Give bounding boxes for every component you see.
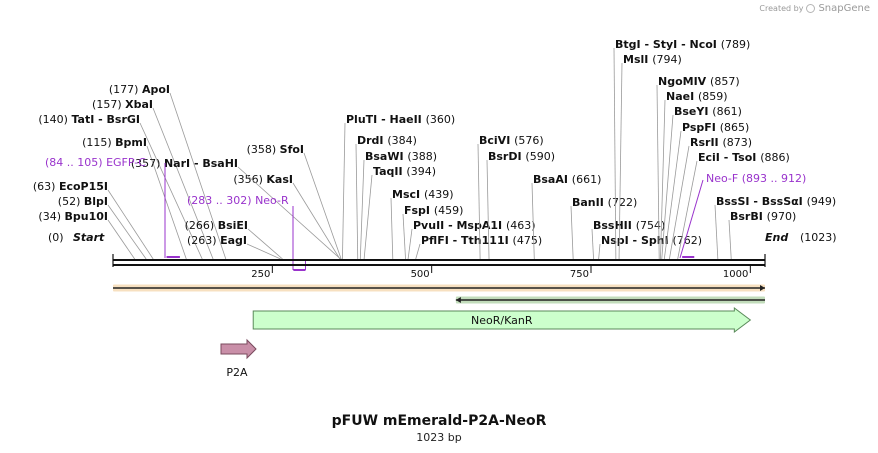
snapgene-logo-icon (806, 4, 816, 13)
site-label-xbai: (157) XbaI (92, 98, 153, 111)
site-leader-line (146, 145, 187, 260)
site-label-ngomiv: NgoMIV (857) (658, 75, 740, 88)
site-label-drdi: DrdI (384) (357, 134, 417, 147)
site-leader-line (570, 205, 574, 260)
site-leader-line (656, 84, 660, 260)
site-leader-line (363, 174, 373, 260)
credit-text: Created by (759, 4, 804, 13)
site-label-eagi: (263) EagI (187, 234, 247, 247)
site-leader-line (669, 145, 690, 260)
site-leader-line (598, 243, 601, 260)
site-label-bsawi: BsaWI (388) (365, 150, 437, 163)
site-label-naei: NaeI (859) (666, 90, 728, 103)
site-leader-line (107, 189, 154, 260)
primer-label-neo-r: (283 .. 302) Neo-R (187, 194, 289, 207)
site-label-fspi: FspI (459) (404, 204, 463, 217)
site-label-ecii-tsoi: EciI - TsoI (886) (698, 151, 790, 164)
site-label-btgi-styi-ncoi: BtgI - StyI - NcoI (789) (615, 38, 750, 51)
scale-tick-label: 500 (411, 269, 430, 280)
site-leader-line (661, 114, 674, 260)
end-position: (1023) (800, 231, 837, 244)
site-label-bseyi: BseYI (861) (674, 105, 742, 118)
primer-label-egfp-c: (84 .. 105) EGFP-C (45, 156, 146, 169)
site-label-ecop15i: (63) EcoP15I (33, 180, 108, 193)
site-label-bsrdi: BsrDI (590) (488, 150, 555, 163)
orf-arrowhead (760, 285, 765, 291)
site-label-tati-bsrgi: (140) TatI - BsrGI (38, 113, 140, 126)
credit-brand: SnapGene (818, 3, 870, 14)
site-leader-line (714, 204, 719, 260)
site-label-bpu10i: (34) Bpu10I (38, 210, 108, 223)
site-label-pluti-haeii: PluTI - HaeII (360) (346, 113, 455, 126)
site-label-blpi: (52) BlpI (58, 195, 108, 208)
site-label-bsrbi: BsrBI (970) (730, 210, 796, 223)
site-leader-line (486, 159, 490, 260)
site-label-pflfi-tth111i: PflFI - Tth111I (475) (421, 234, 542, 247)
site-leader-line (247, 228, 283, 260)
feature-label-neor-kanr: NeoR/KanR (471, 314, 533, 327)
site-leader-line (591, 228, 594, 260)
site-label-nari-bsahi: (357) NarI - BsaHI (131, 157, 238, 170)
primer-label-neo-f: Neo-F (893 .. 912) (706, 172, 806, 185)
site-leader-line (390, 197, 394, 260)
site-label-bsiei: (266) BsiEI (185, 219, 248, 232)
site-label-bcivi: BciVI (576) (479, 134, 544, 147)
scale-tick-label: 1000 (723, 269, 748, 280)
site-label-rsrii: RsrII (873) (690, 136, 752, 149)
site-leader-line (477, 143, 481, 260)
site-leader-line (660, 99, 666, 260)
site-label-bpmi: (115) BpmI (82, 136, 147, 149)
site-leader-line (152, 107, 214, 260)
site-label-nspi-sphi: NspI - SphI (762) (601, 234, 702, 247)
site-label-banii: BanII (722) (572, 196, 637, 209)
site-label-msli: MslI (794) (623, 53, 682, 66)
site-leader-line (531, 182, 535, 260)
site-label-msci: MscI (439) (392, 188, 454, 201)
snapgene-credit: Created by SnapGene (759, 3, 870, 14)
site-leader-line (359, 159, 365, 260)
site-leader-line (246, 243, 281, 260)
site-leader-line (303, 152, 342, 260)
site-leader-line (613, 47, 617, 260)
site-leader-line (728, 219, 732, 260)
site-label-apoi: (177) ApoI (109, 83, 170, 96)
site-leader-line (139, 122, 203, 260)
site-label-bsaai: BsaAI (661) (533, 173, 601, 186)
site-leader-line (407, 228, 413, 260)
site-leader-line (107, 219, 135, 260)
start-position: (0) (48, 231, 64, 244)
site-leader-line (292, 182, 341, 260)
site-label-pspfi: PspFI (865) (682, 121, 749, 134)
site-label-bsshii: BssHII (754) (593, 219, 665, 232)
feature-label-p2a: P2A (226, 366, 248, 379)
site-leader-line (663, 130, 682, 260)
end-label: End (765, 231, 788, 244)
site-leader-line (342, 122, 346, 260)
site-label-bsssi-bsss-i: BssSI - BssSαI (949) (716, 195, 836, 208)
site-leader-line (415, 243, 421, 260)
primer-leader-neo-f (679, 179, 704, 259)
site-leader-line (169, 92, 227, 260)
start-label: Start (73, 231, 105, 244)
scale-tick-label: 250 (251, 269, 270, 280)
site-leader-line (107, 204, 147, 260)
site-leader-line (237, 166, 341, 260)
site-leader-line (677, 160, 698, 260)
plasmid-name: pFUW mEmerald-P2A-NeoR (331, 413, 547, 429)
site-leader-line (618, 62, 623, 260)
site-label-kasi: (356) KasI (233, 173, 293, 186)
feature-arrow-p2a (220, 338, 257, 360)
site-label-sfoi: (358) SfoI (247, 143, 304, 156)
scale-tick-label: 750 (570, 269, 589, 280)
site-leader-line (402, 213, 406, 260)
feature-arrow-neor-kanr (252, 307, 752, 333)
orf-arrowhead (455, 297, 461, 303)
plasmid-length: 1023 bp (416, 431, 462, 444)
site-leader-line (355, 143, 359, 260)
site-label-pvuii-mspa1i: PvuII - MspA1I (463) (413, 219, 536, 232)
site-label-taqii: TaqII (394) (373, 165, 436, 178)
